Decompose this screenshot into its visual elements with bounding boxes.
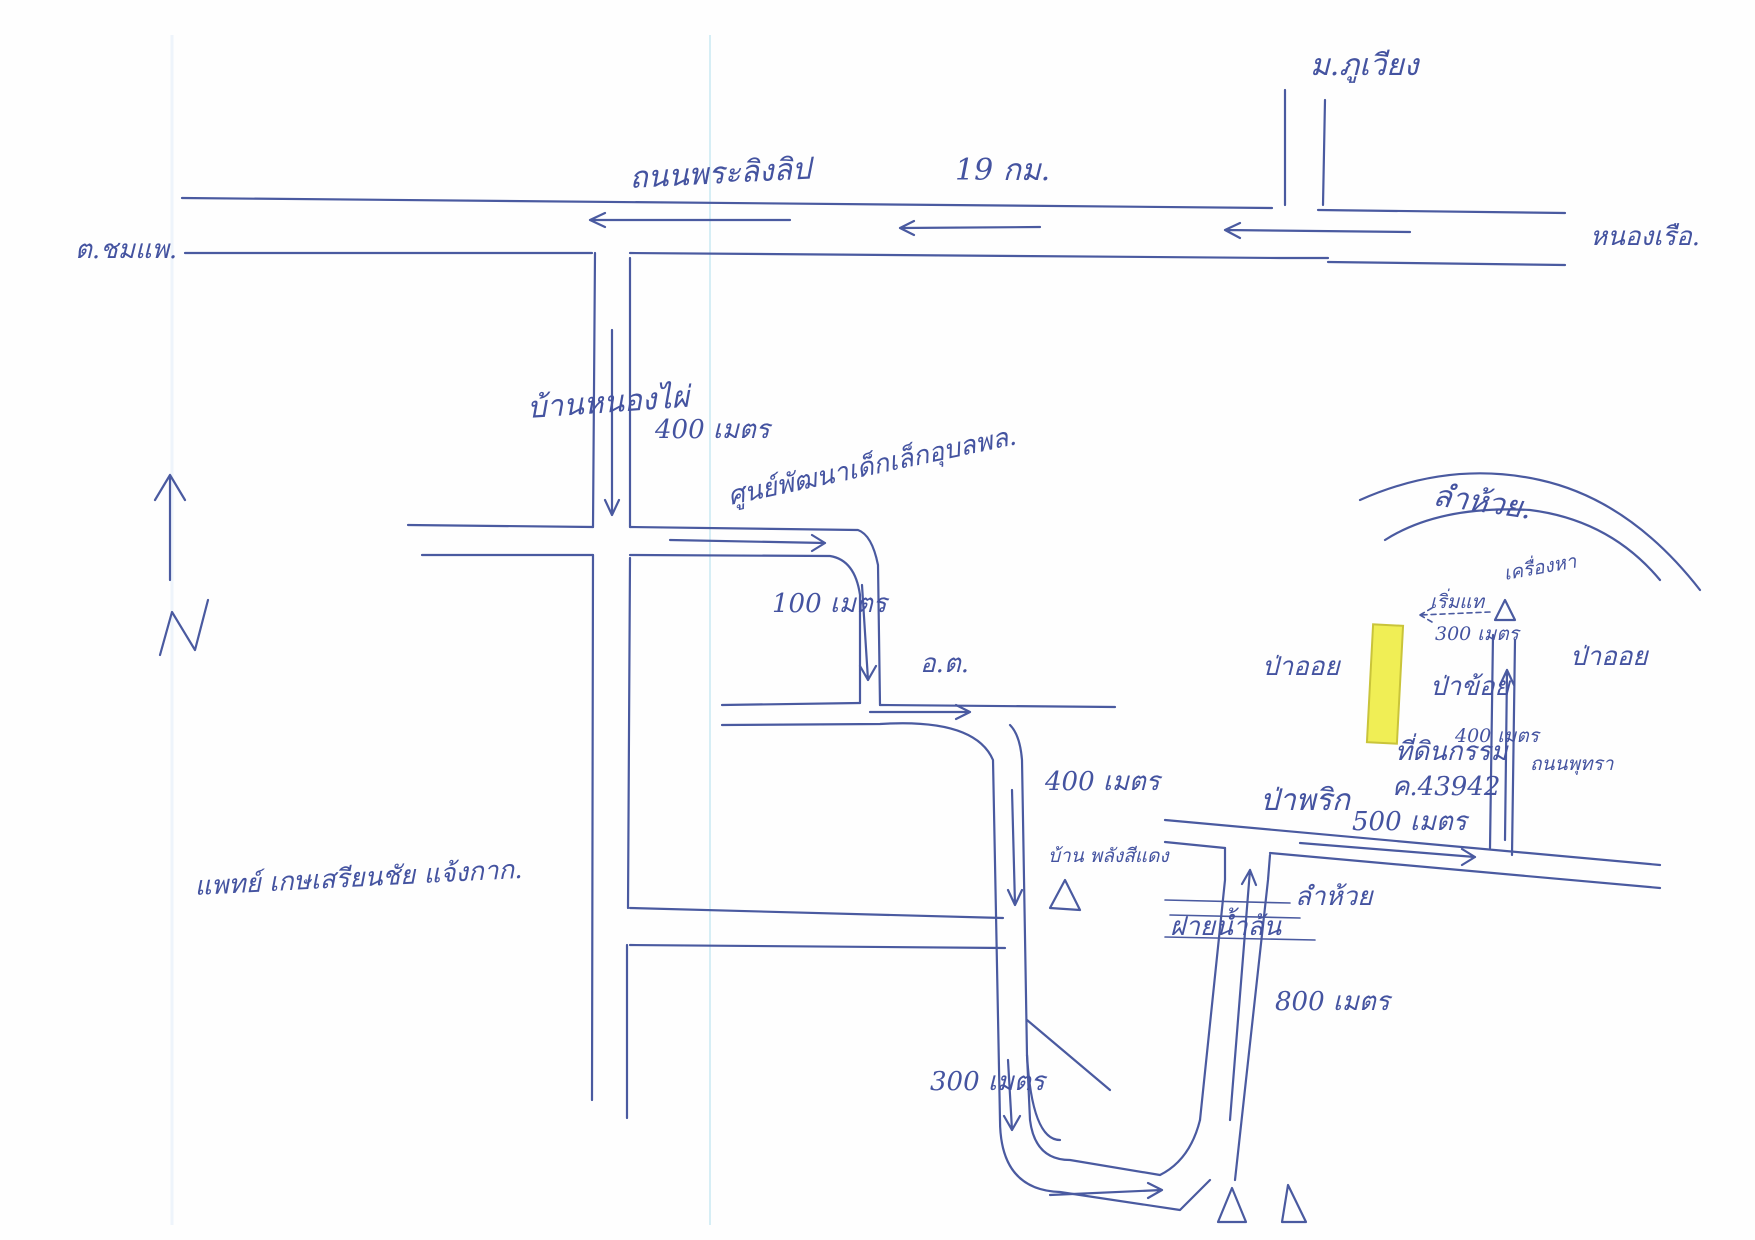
label-north-right-end: หนองเรือ. bbox=[1590, 222, 1700, 252]
road-to-field bbox=[1198, 846, 1272, 1182]
label-stream-lower: ลำห้วย bbox=[1295, 882, 1374, 912]
bottom-road-inner bbox=[1025, 1053, 1202, 1177]
label-dist-500m: 500 เมตร bbox=[1352, 807, 1470, 837]
highway-arrow-1 bbox=[588, 211, 792, 229]
triangle-marker-icon bbox=[1493, 598, 1517, 622]
label-dist-400m-a: 400 เมตร bbox=[654, 415, 773, 445]
triangle-marker-icon bbox=[1216, 1186, 1248, 1224]
triangle-marker-icon bbox=[1048, 878, 1082, 912]
label-road-highway: ถนนพระลิงลิป bbox=[629, 151, 816, 196]
label-start-point: เริ่มแท bbox=[1430, 588, 1485, 613]
label-field: ป่าพริก bbox=[1260, 783, 1352, 818]
label-forest-center: ป่าข้อย bbox=[1430, 672, 1511, 702]
label-dist-800m: 800 เมตร bbox=[1275, 987, 1393, 1017]
bottom-road-arrow-right bbox=[1048, 1181, 1164, 1200]
label-dist-300m-small: 300 เมตร bbox=[1435, 623, 1522, 645]
label-junction-top: ม.ภูเวียง bbox=[1310, 48, 1421, 83]
winding-arrow-1 bbox=[1006, 788, 1024, 907]
label-canal-lower: ฝายน้ำล้น bbox=[1170, 907, 1282, 942]
label-place-mark: ที่ดินกรรม bbox=[1395, 733, 1509, 767]
parcel-road bbox=[1488, 633, 1517, 857]
bottom-road-outer bbox=[998, 1118, 1212, 1212]
crossroad-bottom-edge bbox=[420, 553, 862, 705]
highway-bottom-edge bbox=[183, 251, 1567, 267]
lower-link-road bbox=[628, 906, 1007, 950]
north-arrow-icon bbox=[153, 473, 210, 657]
triangle-marker-icon bbox=[1280, 1183, 1308, 1224]
right-road-top-edge bbox=[1163, 818, 1662, 867]
label-village-right: บ้าน พลังสีแดง bbox=[1048, 845, 1170, 867]
turn-arrow-down bbox=[858, 583, 878, 682]
turn-arrow-right bbox=[668, 533, 827, 553]
label-stream-top: ลำห้วย. bbox=[1431, 478, 1534, 526]
label-dist-100m: 100 เมตร bbox=[772, 589, 890, 619]
label-distance-19km: 19 กม. bbox=[955, 153, 1050, 188]
school-road-arrow bbox=[868, 703, 972, 721]
label-dist-300m: 300 เมตร bbox=[930, 1067, 1048, 1097]
main-road-arrow bbox=[603, 328, 621, 517]
school-road-bottom-edge bbox=[720, 722, 1002, 1122]
right-road-arrow bbox=[1298, 841, 1477, 867]
label-forest-left: ป่าออย bbox=[1262, 652, 1341, 682]
highway-top-edge bbox=[180, 196, 1567, 215]
school-road-top-edge bbox=[720, 701, 1117, 709]
diagonal-branch bbox=[1025, 1018, 1112, 1092]
highlighted-parcel bbox=[1365, 623, 1405, 745]
label-forest-right: ป่าออย bbox=[1570, 642, 1649, 672]
label-left-lower-note: แพทย์ เกษเสรียนชัย แจ้งกาก. bbox=[194, 855, 523, 902]
label-road-name-right: ถนนพุทรา bbox=[1530, 753, 1615, 775]
stream-bottom-curve bbox=[1383, 508, 1662, 582]
parcel-road-arrow bbox=[1498, 668, 1516, 842]
junction-road-top bbox=[1283, 88, 1327, 207]
main-road-right-edge bbox=[625, 256, 632, 1120]
label-end-point: เครื่องหา bbox=[1502, 547, 1580, 585]
label-dist-400m-c: 400 เมตร bbox=[1454, 725, 1542, 747]
highway-arrow-2 bbox=[898, 219, 1042, 237]
right-road-bottom-edge bbox=[1163, 840, 1662, 890]
crossroad-top-edge bbox=[406, 523, 882, 707]
weir-lines bbox=[1164, 899, 1316, 941]
label-dist-400m-b: 400 เมตร bbox=[1044, 767, 1163, 797]
label-school: อ.ต. bbox=[920, 649, 969, 679]
stream-top-curve bbox=[1358, 472, 1702, 592]
label-north-left-end: ต.ชมแพ. bbox=[75, 235, 177, 265]
highway-arrow-3 bbox=[1223, 221, 1412, 240]
start-dashed-arrow bbox=[1419, 607, 1491, 623]
road-to-field-arrow bbox=[1228, 868, 1258, 1122]
main-road-left-edge bbox=[590, 251, 597, 1102]
bottom-road-arrow-down bbox=[1002, 1058, 1022, 1132]
label-parcel-no: ค.43942 bbox=[1392, 772, 1500, 802]
